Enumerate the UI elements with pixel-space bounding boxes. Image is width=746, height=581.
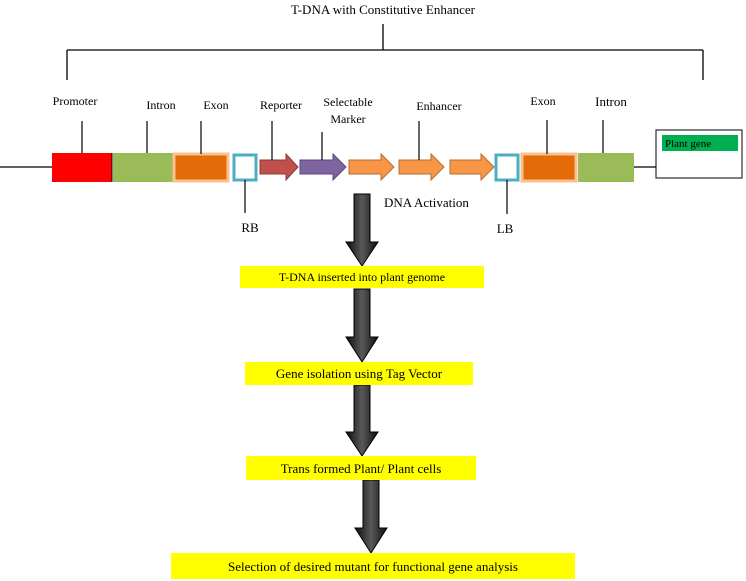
label-leaders — [81, 120, 604, 214]
flow-arrow-3 — [345, 384, 379, 457]
exon-left-block — [172, 152, 230, 183]
enhancer-arrow-1 — [348, 152, 395, 182]
rb-box — [232, 153, 258, 182]
step-3-label: Trans formed Plant/ Plant cells — [281, 461, 442, 476]
intron-left-block — [113, 153, 173, 182]
step-2-box — [245, 362, 473, 385]
diagram-title: T-DNA with Constitutive Enhancer — [291, 2, 476, 17]
flow-arrow-1 — [345, 193, 379, 267]
lb-label: LB — [497, 221, 514, 236]
intron-right-block — [578, 153, 634, 182]
selectable-marker-arrow — [299, 152, 347, 182]
selectable-label-line1: Selectable — [323, 95, 372, 109]
step-2-label: Gene isolation using Tag Vector — [276, 366, 443, 381]
lb-box — [494, 153, 520, 182]
intron-right-label: Intron — [595, 94, 627, 109]
reporter-arrow — [259, 152, 299, 182]
step-1-box — [240, 266, 484, 288]
enhancer-label: Enhancer — [416, 99, 461, 113]
flow-arrow-2 — [345, 288, 379, 363]
plant-gene-label: Plant gene — [665, 138, 711, 150]
promoter-label: Promoter — [53, 94, 98, 108]
enhancer-arrow-3 — [449, 152, 495, 182]
step-1-label: T-DNA inserted into plant genome — [279, 270, 445, 284]
t-dna-bracket — [66, 24, 704, 80]
step-4-box — [171, 553, 575, 579]
promoter-block — [52, 153, 112, 182]
exon-right-block — [520, 152, 578, 183]
step-3-box — [246, 456, 476, 480]
flow-arrow-4 — [354, 479, 388, 554]
plant-gene-highlight — [662, 135, 738, 151]
reporter-label: Reporter — [260, 98, 302, 112]
selectable-label-line2: Marker — [330, 112, 365, 126]
rb-label: RB — [241, 220, 259, 235]
exon-right-label: Exon — [530, 94, 555, 108]
exon-left-label: Exon — [203, 98, 228, 112]
dna-activation-label: DNA Activation — [384, 195, 469, 210]
step-4-label: Selection of desired mutant for function… — [228, 559, 518, 574]
intron-left-label: Intron — [146, 98, 175, 112]
enhancer-arrow-2 — [398, 152, 445, 182]
